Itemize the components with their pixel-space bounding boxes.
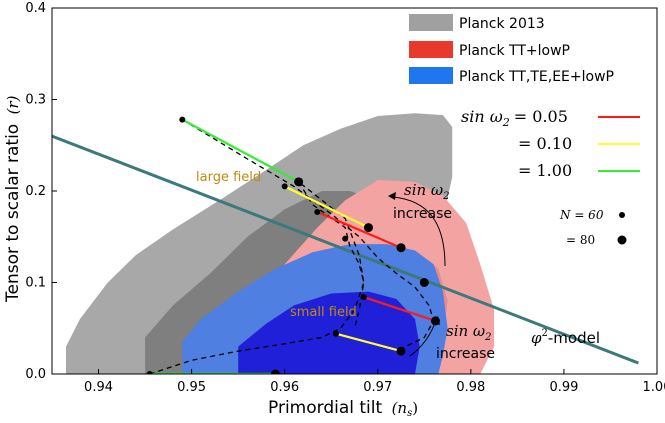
n60-label: N = 60	[559, 208, 604, 222]
large-field-curve	[181, 119, 435, 352]
large-field-label: large field	[196, 170, 261, 185]
legend-label-planck-tt: Planck TT+lowP	[459, 43, 570, 59]
x-tick-label-3: 0.97	[363, 380, 392, 395]
point-n80-5	[396, 346, 406, 356]
point-n80-0	[294, 177, 304, 187]
x-tick-label-2: 0.96	[270, 380, 299, 395]
x-tick-label-5: 0.99	[549, 380, 578, 395]
lower-sin-label: sin ω2	[446, 322, 492, 343]
upper-increase-arrow	[391, 196, 446, 267]
point-n60-6	[146, 371, 153, 374]
point-n60-0	[179, 116, 186, 123]
point-n80-6	[270, 369, 280, 374]
contour-legend: Planck 2013 Planck TT+lowP Planck TT,TE,…	[409, 14, 614, 85]
upper-sin-label: sin ω2	[404, 181, 450, 202]
line-legend-prefix: sin ω2= 0.05	[461, 107, 568, 129]
point-n80-2	[396, 243, 406, 253]
line-legend-label-010: = 0.10	[518, 134, 572, 153]
small-field-curve	[149, 181, 365, 374]
lower-increase-label: increase	[436, 346, 495, 362]
legend-label-planck-tt-te-ee: Planck TT,TE,EE+lowP	[459, 69, 614, 85]
point-n60-2	[314, 209, 321, 216]
efolds-legend: N = 60 = 80	[559, 208, 627, 247]
x-tick-label-1: 0.95	[177, 380, 206, 395]
n80-label: = 80	[566, 233, 595, 247]
line-legend-label-100: = 1.00	[518, 161, 572, 180]
upper-increase-label: increase	[393, 206, 452, 222]
prediction-curves	[149, 119, 435, 374]
point-n60-1	[281, 183, 288, 190]
phi2-model-line	[52, 134, 639, 365]
n80-marker	[617, 235, 627, 245]
lower-arrow-head	[432, 316, 440, 325]
n60-marker	[619, 212, 625, 218]
prediction-points	[146, 116, 440, 374]
point-n60-5	[332, 330, 339, 337]
segment-4	[316, 210, 402, 249]
point-n60-4	[360, 294, 367, 301]
x-axis-ticks: 0.94 0.95 0.96 0.97 0.98 0.99 1.00	[84, 369, 665, 395]
x-tick-label-4: 0.98	[456, 380, 485, 395]
small-field-label: small field	[290, 305, 357, 320]
upper-arrow-head	[388, 192, 396, 200]
coloured-segments	[149, 118, 436, 374]
legend-swatch-planck-tt-te-ee	[409, 67, 453, 84]
segment-3	[335, 332, 402, 353]
segment-2	[284, 185, 369, 229]
y-tick-label-3: 0.3	[25, 93, 46, 108]
segment-5	[363, 296, 436, 322]
y-tick-label-1: 0.1	[25, 276, 46, 291]
segment-0	[181, 118, 300, 183]
line-legend: sin ω2= 0.05 = 0.10 = 1.00	[461, 107, 640, 180]
confidence-contours	[66, 113, 495, 374]
point-n80-3	[419, 278, 429, 287]
contour-planck-tt-te-ee-lowp-inner	[238, 291, 420, 374]
legend-swatch-planck-2013	[409, 14, 453, 31]
legend-label-planck-2013: Planck 2013	[459, 16, 545, 32]
y-axis-ticks: 0.0 0.1 0.2 0.3 0.4	[25, 1, 57, 382]
phi2-model-line-path	[52, 134, 639, 365]
x-axis-label: Primordial tilt (ns)	[268, 398, 418, 419]
y-axis-label: Tensor to scalar ratio (r)	[3, 95, 23, 303]
x-tick-label-0: 0.94	[84, 380, 113, 395]
y-tick-label-0: 0.0	[25, 367, 46, 382]
point-n80-1	[363, 223, 373, 233]
legend-swatch-planck-tt	[409, 41, 453, 58]
y-tick-label-4: 0.4	[25, 1, 46, 16]
phi2-model-label: φ2-model	[531, 328, 600, 347]
x-tick-label-6: 1.00	[643, 380, 665, 395]
y-tick-label-2: 0.2	[25, 184, 46, 199]
point-n60-3	[342, 235, 349, 242]
